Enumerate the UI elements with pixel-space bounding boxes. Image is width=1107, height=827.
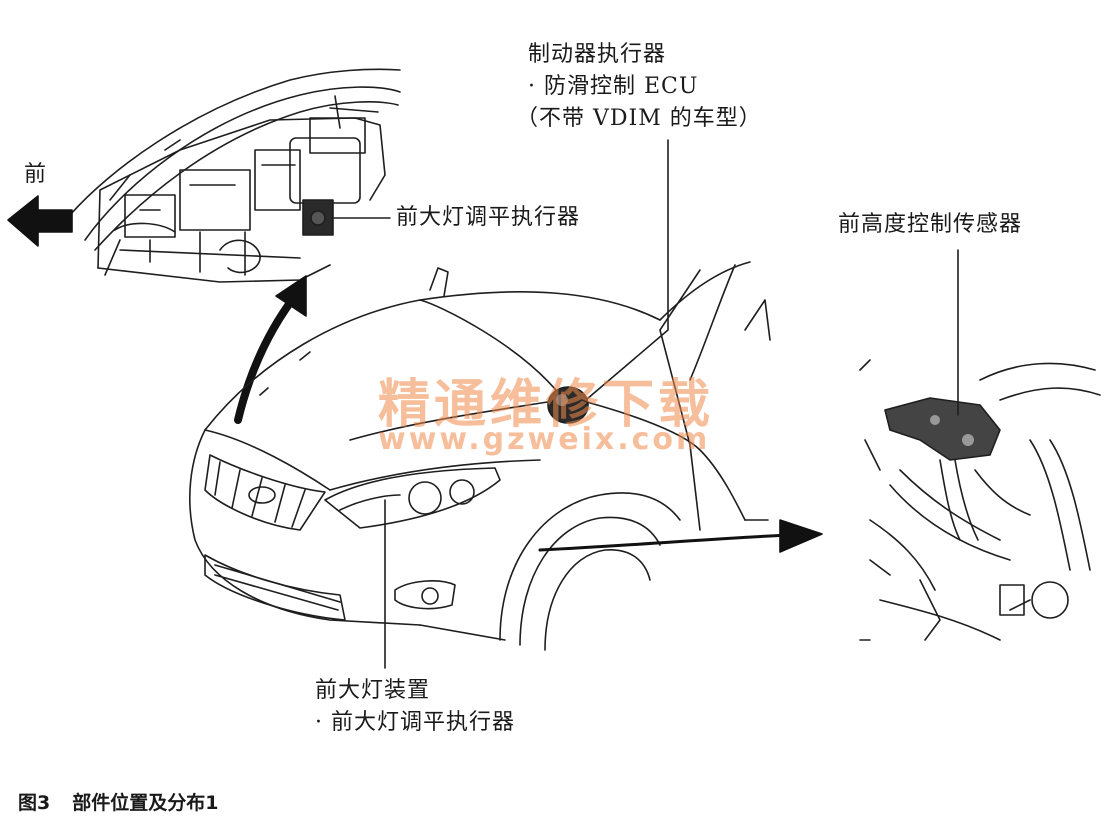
label-headlight-leveling-actuator-top: 前大灯调平执行器	[396, 205, 581, 230]
car-illustration	[189, 261, 771, 651]
label-front: 前	[24, 162, 48, 187]
watermark-url: www.gzweix.com	[378, 422, 711, 457]
label-without-vdim: （不带 VDIM 的车型）	[516, 106, 762, 131]
label-headlight-leveling-actuator-bottom: · 前大灯调平执行器	[315, 710, 515, 735]
watermark-text: 精通维修下载	[378, 375, 715, 435]
headlight-inset-illustration	[69, 68, 401, 283]
figure-title: 部件位置及分布1	[72, 792, 219, 814]
leader-brake-actuator	[579, 139, 669, 406]
label-front-height-sensor: 前高度控制传感器	[838, 212, 1023, 237]
height-sensor-inset-illustration	[859, 359, 1101, 641]
label-headlight-assembly: 前大灯装置	[315, 678, 431, 703]
headlight-to-inset-arrow	[234, 296, 296, 424]
wheel-to-sensor-arrow	[538, 533, 792, 552]
label-brake-actuator: 制动器执行器	[528, 42, 667, 67]
front-direction-arrow	[7, 195, 73, 247]
figure-number: 图3	[18, 792, 51, 814]
figure-caption: 图3 部件位置及分布1	[18, 788, 218, 815]
label-skid-control-ecu: · 防滑控制 ECU	[528, 74, 699, 99]
